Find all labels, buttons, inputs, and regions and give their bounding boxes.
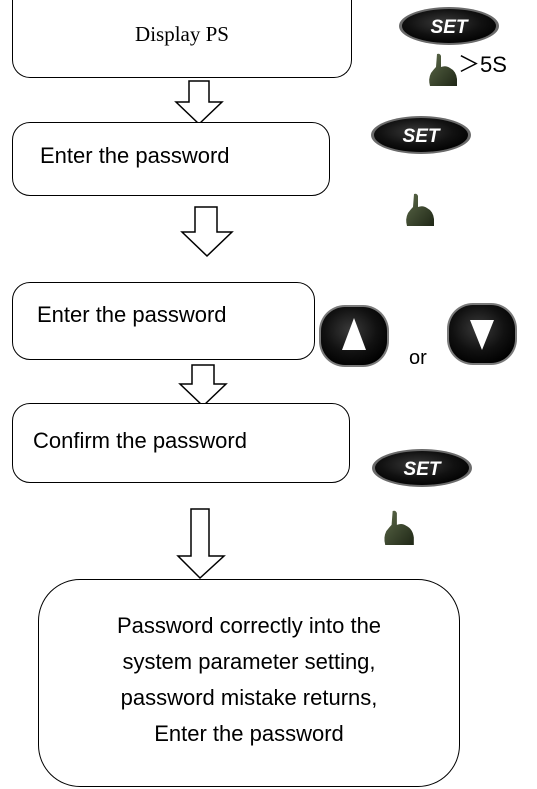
down-arrow-icon	[180, 206, 234, 258]
set-key-label: SET	[404, 459, 442, 480]
or-label: or	[409, 347, 427, 369]
step-result-line: Enter the password	[154, 721, 344, 746]
step-adjust-password-label: Enter the password	[37, 302, 227, 327]
hand-press-icon	[429, 53, 457, 86]
step-confirm-password-label: Confirm the password	[33, 428, 247, 453]
step-result-line: password mistake returns,	[120, 685, 378, 710]
hand-press-icon	[406, 193, 434, 226]
step-result-text: Password correctly into the system param…	[39, 608, 459, 752]
set-key-icon: SET	[371, 116, 471, 154]
step-result-line: Password correctly into the	[116, 613, 382, 638]
down-arrow-icon	[178, 364, 228, 408]
step-adjust-password: Enter the password	[12, 282, 315, 360]
step-display-ps: Display PS	[12, 0, 352, 78]
set-key-icon: SET	[372, 449, 472, 487]
down-arrow-icon	[174, 80, 224, 126]
step-result: Password correctly into the system param…	[38, 579, 460, 787]
hold-duration-label: ＞5S	[458, 52, 507, 77]
step-confirm-password: Confirm the password	[12, 403, 350, 483]
set-key-icon: SET	[399, 7, 499, 45]
step-result-line: system parameter setting,	[122, 649, 376, 674]
set-key-label: SET	[431, 17, 469, 38]
down-arrow-icon	[176, 508, 226, 580]
set-key-label: SET	[403, 126, 441, 147]
step-enter-password: Enter the password	[12, 122, 330, 196]
down-key-icon	[447, 303, 517, 365]
hand-press-icon	[384, 510, 414, 545]
up-key-icon	[319, 305, 389, 367]
step-enter-password-label: Enter the password	[40, 143, 230, 168]
step-display-ps-label: Display PS	[135, 22, 229, 46]
